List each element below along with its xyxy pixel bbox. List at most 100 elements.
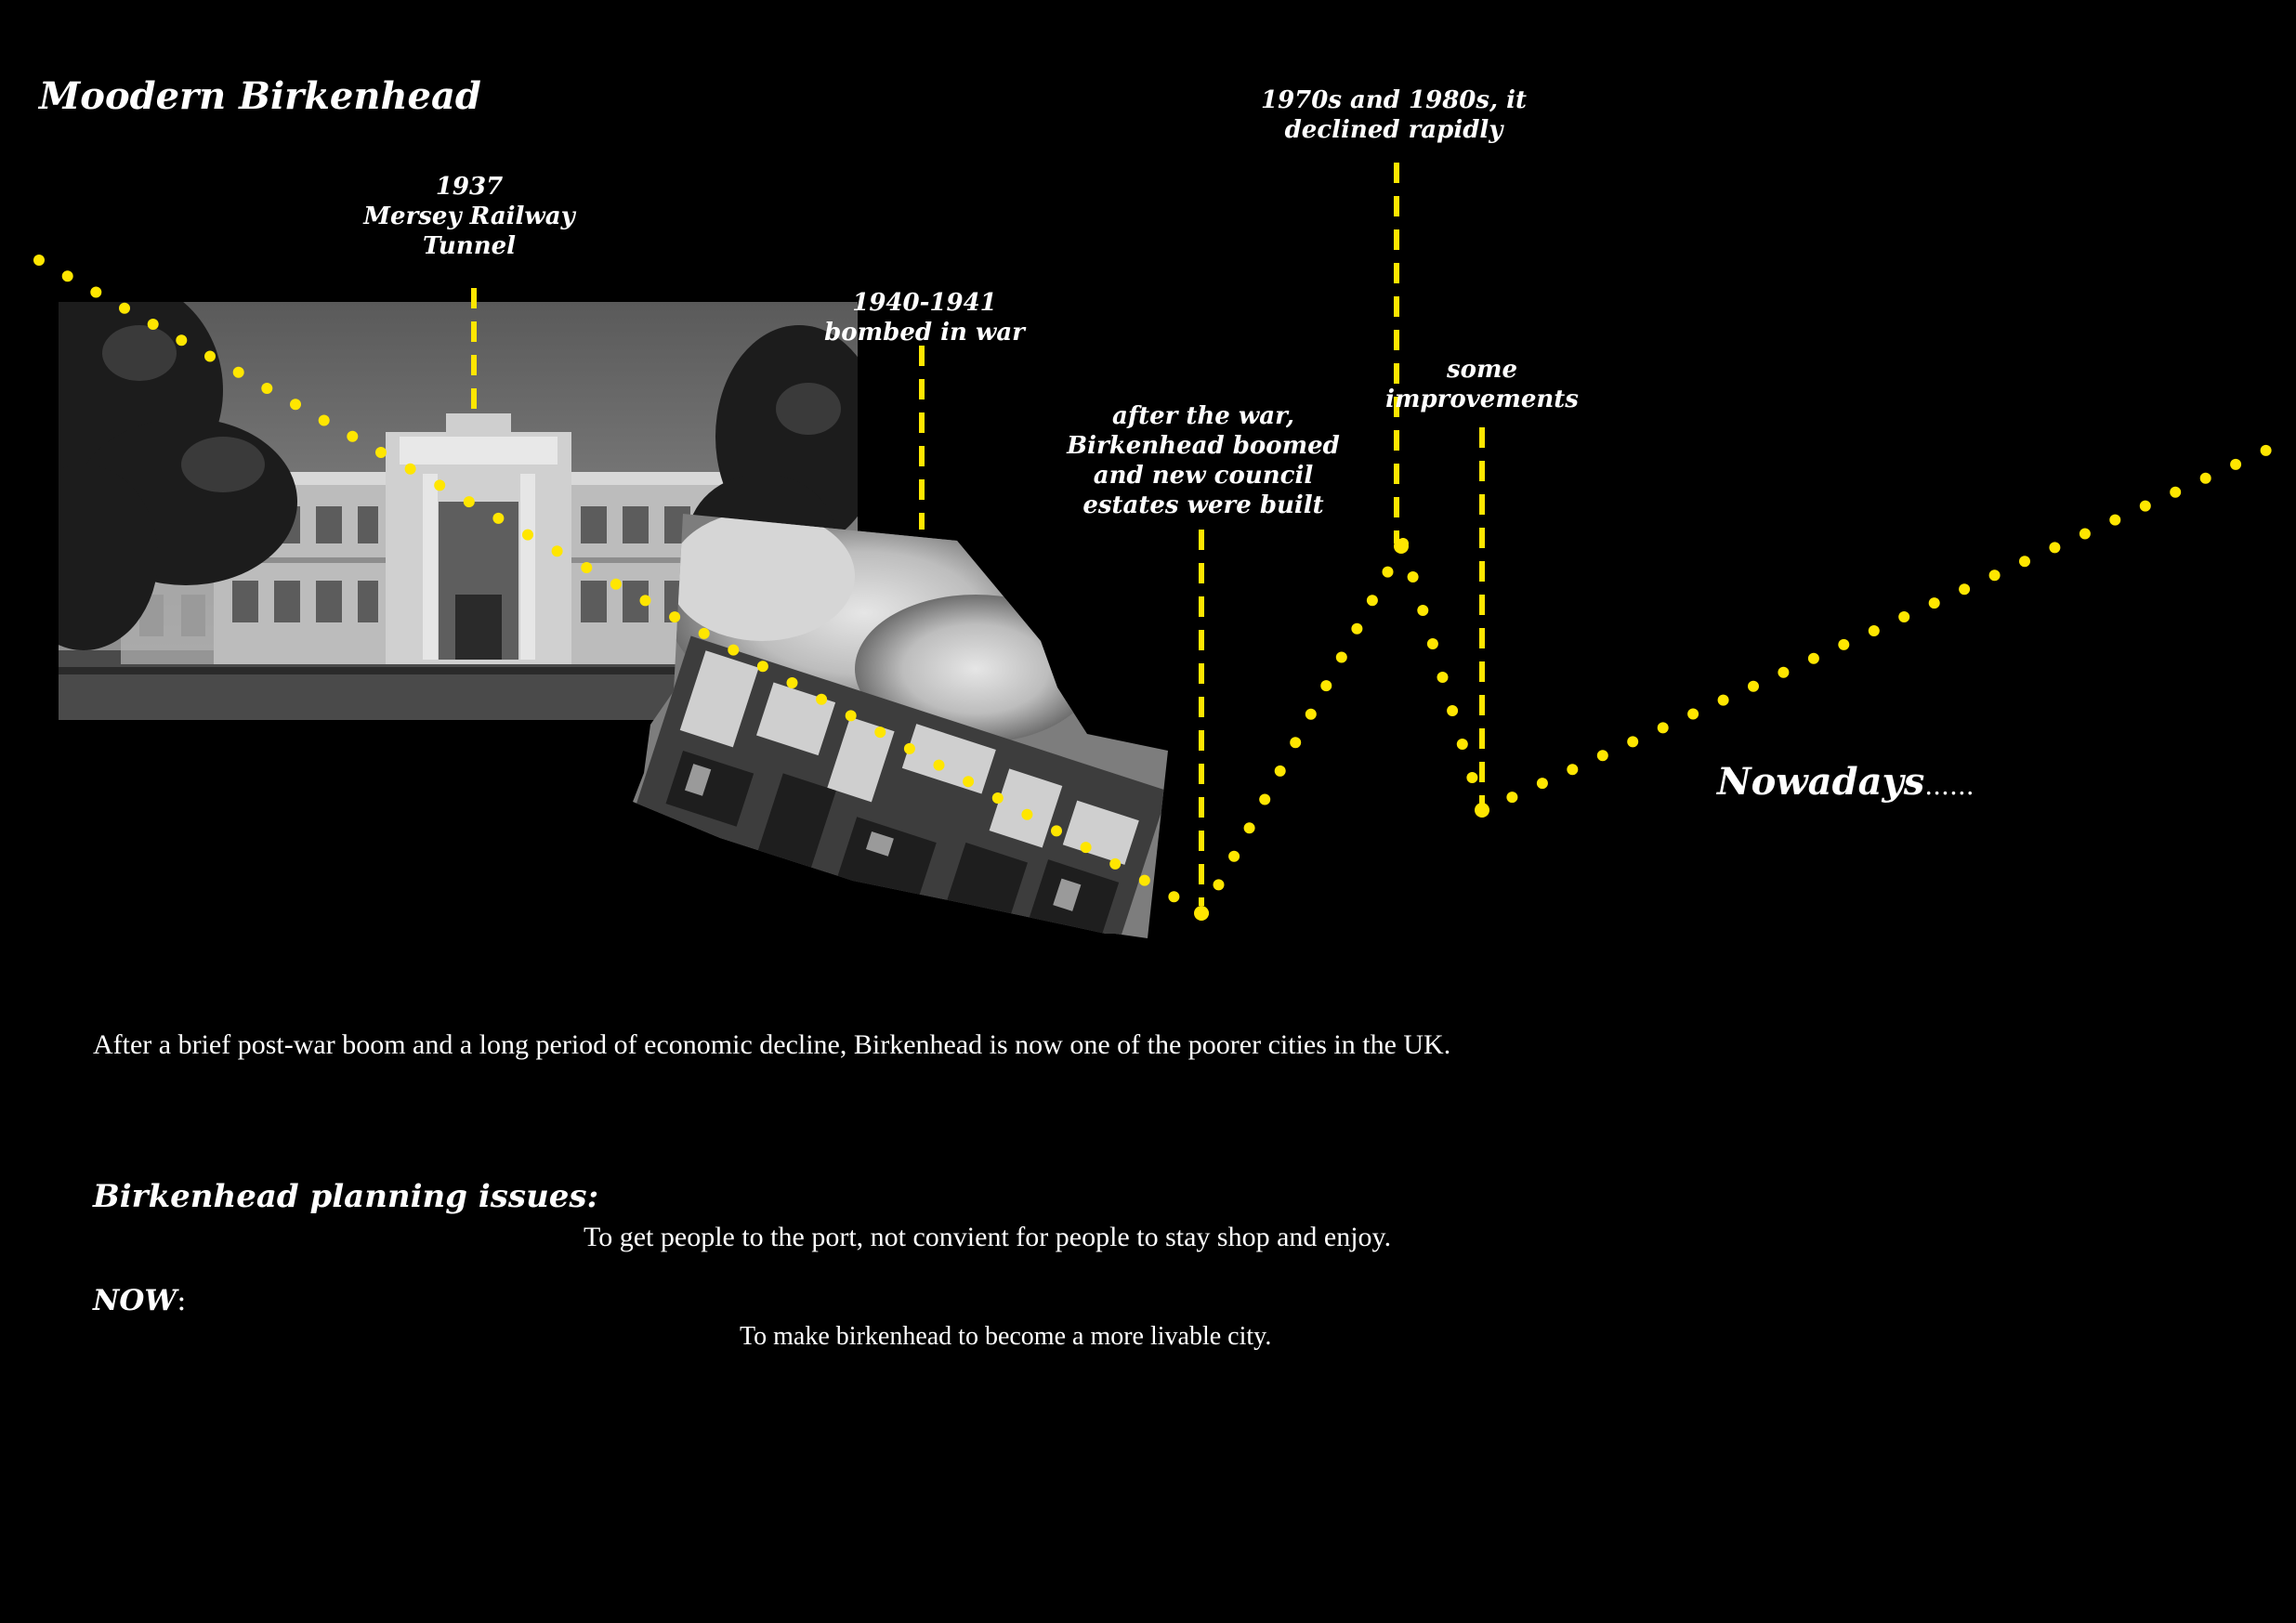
timeline-dot [1466,772,1478,783]
timeline-dot [2170,486,2182,498]
timeline-dot [347,430,359,442]
timeline-dot [1080,842,1092,854]
timeline-dot [1898,611,1910,622]
timeline-dot [2260,444,2272,456]
timeline-dot [1868,625,1880,636]
timeline-dot [1417,605,1429,616]
timeline-dot [375,447,387,458]
timeline-dot [669,611,681,623]
timeline-dot [119,302,130,314]
now-colon: : [177,1284,187,1317]
timeline-dot [176,334,188,347]
bombing-photo [633,514,1168,938]
timeline-dot [1838,638,1850,650]
timeline-dot [1407,571,1419,582]
timeline-dot [1290,737,1302,749]
timeline-dot [1213,879,1225,891]
timeline-dot [2230,458,2242,470]
timeline-dot [581,562,593,573]
timeline-dot [261,383,273,394]
timeline-dot [61,270,73,282]
timeline-vertex-dot [1475,803,1489,818]
timeline-dot [845,710,857,722]
timeline-dot [290,399,301,411]
timeline-dot [1437,672,1449,683]
nowadays-label: Nowadays...... [1717,760,1975,804]
timeline-dot [147,319,159,330]
timeline-dot [756,661,768,673]
timeline-dot [2109,514,2121,526]
timeline-dot [1959,583,1971,596]
timeline-dot [232,366,244,378]
timeline-dot [1051,825,1062,837]
timeline-dot [1456,739,1468,750]
timeline-dot [1351,622,1363,635]
timeline-vertex-dot [1194,906,1209,921]
timeline-dot [1807,652,1819,664]
page-title: Moodern Birkenhead [39,74,481,118]
timeline-dot [318,414,330,426]
timeline-dot [90,286,102,298]
label-postwar-boom: after the war, Birkenhead boomed and new… [1067,402,1340,519]
timeline-dot [1627,736,1639,748]
timeline-dot [903,742,915,754]
timeline-dot [1243,822,1255,834]
timeline-dot [434,479,446,491]
timeline-dot [1536,778,1548,790]
timeline-dot [1259,793,1271,805]
timeline-dot [1748,680,1759,692]
timeline-dot [1274,765,1286,777]
timeline-dot [1717,694,1729,706]
now-heading: NOW: [93,1284,187,1317]
timeline-dot [2139,500,2151,512]
timeline-dot [1447,705,1459,716]
timeline-dot [2019,556,2030,568]
timeline-dot [1988,569,2001,582]
timeline-dot [1657,722,1669,734]
timeline-dot [404,463,416,475]
timeline-dot [204,350,216,362]
nowadays-ellipsis: ...... [1924,770,1975,801]
label-decline-1970s: 1970s and 1980s, it declined rapidly [1260,86,1528,144]
timeline-dot [639,595,651,607]
timeline-dot [963,776,975,788]
timeline-vertex-dot [1394,539,1409,554]
timeline-dot [698,627,710,639]
timeline-dot [1778,666,1790,678]
timeline-dot [2199,472,2211,484]
timeline-dot [1168,891,1180,903]
timeline-dot [1506,792,1518,804]
timeline-dot [1567,764,1579,776]
issues-heading: Birkenhead planning issues: [93,1178,599,1215]
timeline-dot [991,792,1004,804]
timeline-dot [1335,651,1347,663]
timeline-dot [2079,528,2091,540]
summary-text: After a brief post-war boom and a long p… [93,1029,1451,1060]
nowadays-word: Nowadays [1717,760,1925,804]
timeline-dot [933,759,945,771]
timeline-dot [1596,750,1608,762]
now-word: NOW [93,1284,177,1317]
timeline-dot [728,644,740,656]
timeline-dot [1687,708,1699,720]
timeline-dot [1138,874,1150,886]
timeline-dot [1382,566,1394,578]
label-improvements: some improvements [1385,356,1579,413]
timeline-dot [33,255,45,266]
label-bombed-1940: 1940-1941 bombed in war [824,289,1025,347]
timeline-dot [1021,808,1033,820]
timeline-dot [1320,680,1332,692]
timeline-dot [1228,850,1240,862]
label-tunnel-1937: 1937 Mersey Railway Tunnel [363,173,575,260]
timeline-dot [522,529,533,541]
timeline-dot [1366,595,1378,607]
timeline-dot [874,726,886,739]
now-text: To make birkenhead to become a more liva… [740,1322,1272,1351]
issues-text: To get people to the port, not convient … [584,1222,1392,1252]
timeline-dot [551,545,563,557]
timeline-dot [2049,542,2061,554]
timeline-dot [1928,597,1940,609]
timeline-dot [1109,857,1122,870]
